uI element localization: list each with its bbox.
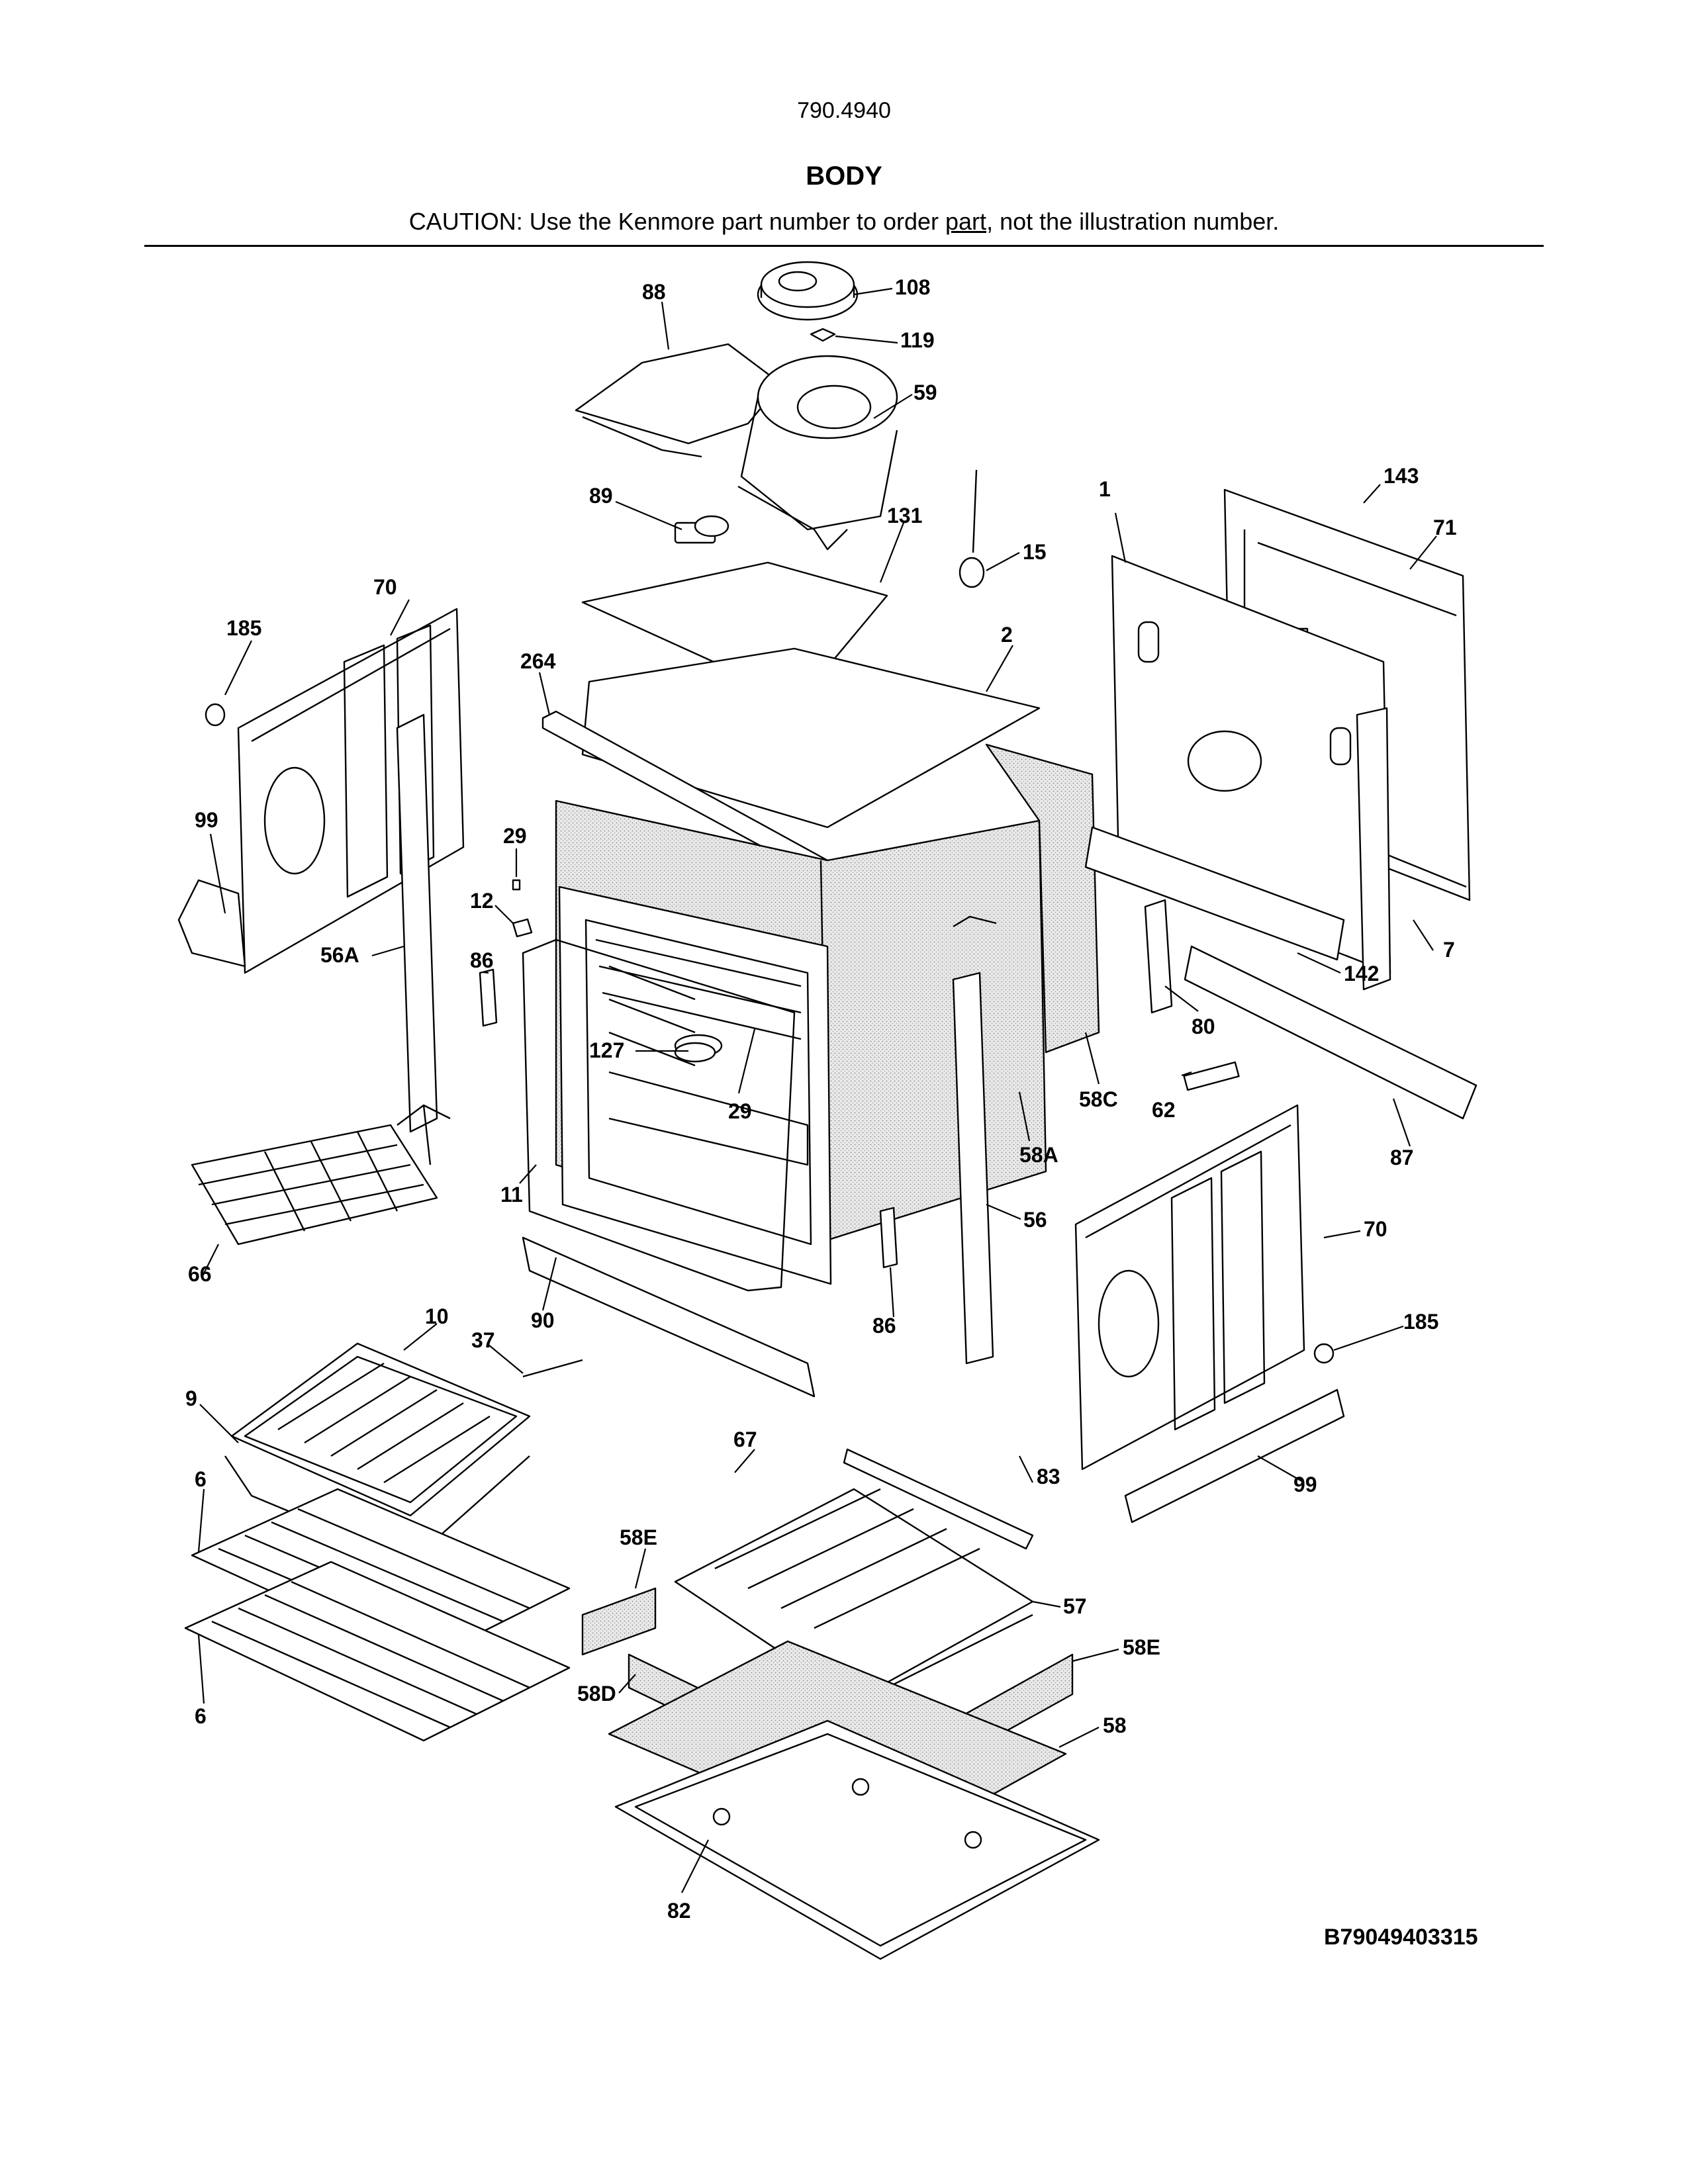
- mounting-bracket-drawing: [1144, 899, 1173, 1014]
- callout-99-upper: 99: [195, 808, 218, 832]
- callout-11: 11: [500, 1183, 523, 1206]
- door-gasket-drawing: [522, 938, 796, 1292]
- page-title: BODY: [806, 161, 882, 191]
- left-side-panel-drawing: [177, 608, 465, 1133]
- sensor-wire-drawing: [522, 1359, 583, 1378]
- fan-bracket-drawing: [810, 328, 836, 342]
- top-panel-drawing: [581, 647, 1041, 829]
- thermostat-drawing: [674, 515, 729, 544]
- terminal-block-drawing: [1183, 1061, 1240, 1091]
- broil-element-drawing: [191, 1104, 451, 1246]
- convection-fan-motor-drawing: [757, 261, 859, 321]
- callout-9: 9: [185, 1387, 197, 1410]
- callout-67: 67: [733, 1428, 757, 1451]
- callout-10: 10: [425, 1304, 449, 1328]
- callout-88: 88: [642, 280, 666, 304]
- callout-99-lower: 99: [1293, 1473, 1317, 1496]
- callout-62: 62: [1152, 1098, 1176, 1122]
- callout-58: 58: [1103, 1713, 1127, 1737]
- callout-37: 37: [471, 1328, 495, 1352]
- callout-58E-left: 58E: [620, 1525, 657, 1549]
- rear-crossbar-drawing: [1084, 826, 1345, 961]
- callout-185-upper: 185: [226, 616, 261, 640]
- callout-58E-right: 58E: [1123, 1635, 1160, 1659]
- oven-rack-drawing: [184, 1488, 571, 1742]
- right-hinge-receptacle-drawing: [879, 1206, 898, 1269]
- callout-127: 127: [589, 1038, 624, 1062]
- callout-29-upper: 29: [503, 824, 527, 848]
- insulation-strip-left-drawing: [581, 1587, 657, 1656]
- callout-58D: 58D: [577, 1682, 616, 1706]
- callout-185-lower: 185: [1403, 1310, 1438, 1334]
- callout-15: 15: [1023, 540, 1047, 564]
- sensor-probe-drawing: [972, 469, 978, 553]
- bottom-panel-drawing: [614, 1719, 1100, 1960]
- callout-58A: 58A: [1019, 1143, 1058, 1167]
- callout-7: 7: [1443, 938, 1455, 962]
- callout-56A: 56A: [320, 943, 359, 967]
- callout-1: 1: [1099, 477, 1111, 501]
- callout-70-upper: 70: [373, 575, 397, 599]
- callout-2: 2: [1001, 623, 1013, 647]
- callout-108: 108: [895, 275, 930, 299]
- callout-71: 71: [1433, 516, 1457, 539]
- screw-drawing: [512, 879, 521, 891]
- callout-131: 131: [887, 504, 922, 527]
- header-divider: [144, 245, 1544, 247]
- callout-57: 57: [1063, 1594, 1087, 1618]
- bake-element-drawing: [674, 1448, 1034, 1702]
- fan-blade-drawing: [674, 1042, 716, 1063]
- convection-baffle-drawing: [581, 561, 888, 676]
- callout-70-lower: 70: [1364, 1217, 1387, 1241]
- callout-80: 80: [1192, 1015, 1215, 1038]
- callout-142: 142: [1344, 962, 1379, 985]
- callout-86-upper: 86: [470, 948, 494, 972]
- callout-66: 66: [188, 1262, 212, 1286]
- callout-12: 12: [470, 889, 494, 913]
- broiler-pan-drawing: [224, 1342, 531, 1563]
- model-number: 790.4940: [797, 98, 891, 123]
- callout-87: 87: [1390, 1146, 1414, 1169]
- callout-59: 59: [914, 381, 937, 404]
- vertical-support-drawing: [952, 972, 994, 1365]
- caution-note: CAUTION: Use the Kenmore part number to …: [0, 208, 1688, 236]
- caution-link-part[interactable]: part: [945, 208, 987, 235]
- callout-56: 56: [1023, 1208, 1047, 1232]
- callout-labels: 88 108 119 59 89 131 15 1 143 71 70 185 …: [185, 275, 1457, 1923]
- callout-83: 83: [1037, 1465, 1060, 1488]
- callout-119: 119: [900, 328, 935, 352]
- callout-leader-lines: [197, 287, 1437, 1893]
- callout-6-lower: 6: [195, 1704, 207, 1728]
- right-lower-side-panel-drawing: [1074, 1104, 1345, 1524]
- diagram-code: B79049403315: [1324, 1925, 1478, 1950]
- bottom-channel-drawing: [1184, 945, 1477, 1120]
- callout-6-upper: 6: [195, 1467, 207, 1491]
- callout-82: 82: [667, 1899, 691, 1923]
- upper-air-duct-drawing: [575, 343, 898, 551]
- callout-143: 143: [1383, 464, 1419, 488]
- callout-29-lower: 29: [728, 1099, 752, 1123]
- front-bottom-trim-drawing: [522, 1236, 816, 1398]
- callout-86-lower: 86: [872, 1314, 896, 1338]
- callout-89: 89: [589, 484, 613, 508]
- sensor-bulb-drawing: [959, 557, 985, 588]
- callout-90: 90: [531, 1308, 555, 1332]
- caution-text-prefix: CAUTION: Use the Kenmore part number to …: [408, 208, 946, 235]
- callout-58C: 58C: [1079, 1087, 1118, 1111]
- caution-text-suffix: , not the illustration number.: [986, 208, 1280, 235]
- door-hinge-receptacle-drawing: [479, 968, 498, 1027]
- light-socket-drawing: [512, 918, 533, 938]
- callout-264: 264: [520, 649, 556, 673]
